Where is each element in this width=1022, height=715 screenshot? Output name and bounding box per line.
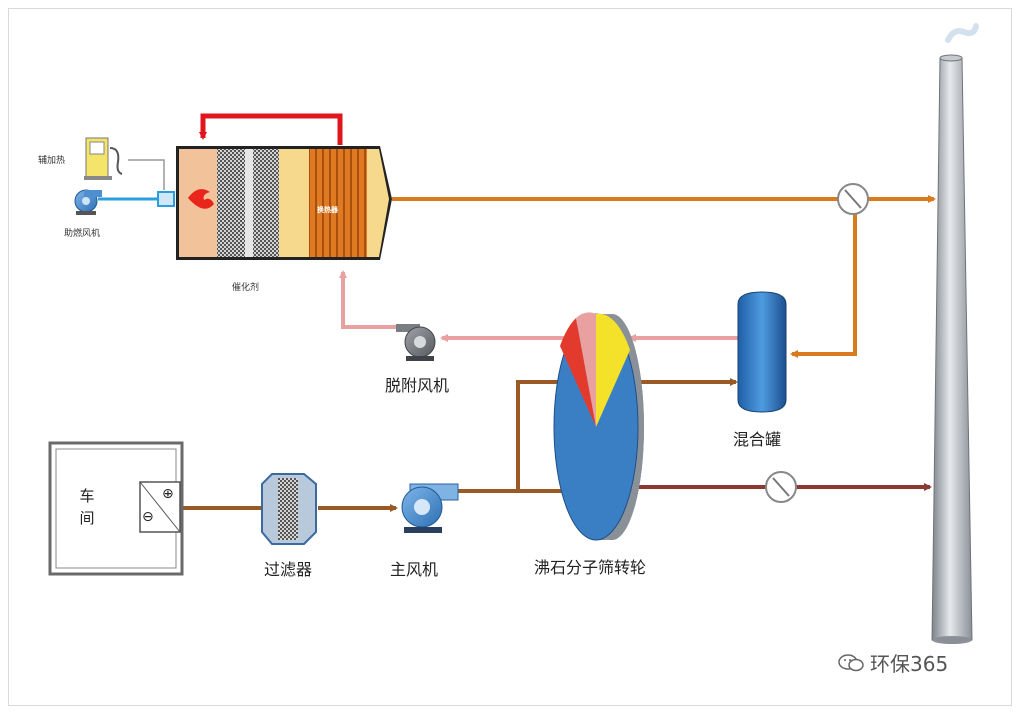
valve-lower[interactable] [765,471,797,503]
combustion-fan-label: 助燃风机 [64,229,101,239]
catalyst-label: 催化剂 [232,283,260,293]
filter-label: 过滤器 [264,560,313,579]
watermark: 环保365 [838,648,948,677]
workshop-building [48,441,184,576]
zeolite-rotor-wheel [553,312,644,541]
bypass-line-to-mixing-tank [790,212,857,358]
heat-recirculation-loop [199,113,343,145]
zeolite-wheel-label: 沸石分子筛转轮 [534,558,647,577]
main-fan[interactable] [401,483,459,533]
heater-feed-line [128,159,165,190]
mixing-tank-label: 混合罐 [733,430,782,449]
burner-nozzle [157,191,175,207]
desorption-air-line-fan-to-catalytic [339,270,400,329]
diagram-frame [8,8,1012,706]
aux-heater-fuel-pump [84,137,123,180]
minus-symbol: ⊖ [142,509,154,525]
desorption-fan-label: 脱附风机 [385,376,450,395]
main-fan-label: 主风机 [390,560,439,579]
exhaust-stack [931,23,979,644]
combustion-fan[interactable] [74,189,102,215]
heat-exchanger-label: 换热器 [317,206,338,214]
valve-upper[interactable] [837,183,869,215]
workshop-label: 车间 [79,487,95,527]
aux-heater-label: 辅加热 [38,156,66,166]
watermark-text: 环保365 [870,652,949,676]
mixing-tank [737,291,787,413]
catalytic-combustion-unit [176,146,392,260]
plus-symbol: ⊕ [162,486,174,502]
filter-unit [261,473,317,545]
desorption-fan[interactable] [396,324,436,361]
wechat-icon [838,653,864,671]
